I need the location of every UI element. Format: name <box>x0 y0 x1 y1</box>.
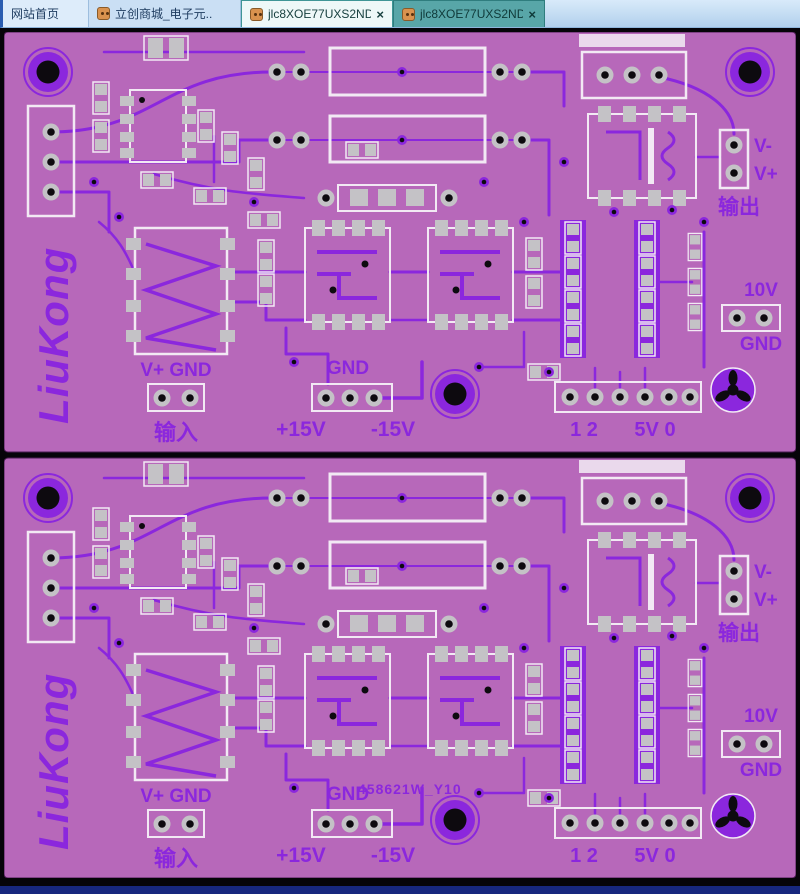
site-favicon <box>402 7 415 21</box>
site-favicon <box>250 7 263 21</box>
close-icon[interactable]: × <box>528 6 536 22</box>
tab-home[interactable]: 网站首页 <box>3 0 89 27</box>
site-favicon <box>97 7 110 20</box>
pcb-render: LiuKong <box>4 32 796 878</box>
tab-label: 立创商城_电子元.. <box>115 7 213 21</box>
pcb-board-top <box>4 32 796 452</box>
tab-label: 网站首页 <box>11 7 60 21</box>
browser-tab-bar: 网站首页 立创商城_电子元.. jlc8XOE77UXS2NDt.. × jlc… <box>0 0 800 28</box>
tab-label: jlc8XOE77UXS2NDb.. <box>420 7 523 21</box>
bottom-status-strip <box>0 886 800 894</box>
close-icon[interactable]: × <box>376 6 384 22</box>
pcb-image-viewport: LiuKong <box>0 28 800 886</box>
tab-pcb-view-1[interactable]: jlc8XOE77UXS2NDt.. × <box>241 0 393 27</box>
tab-label: jlc8XOE77UXS2NDt.. <box>268 7 371 21</box>
pcb-board-bottom <box>4 458 796 878</box>
tab-pcb-view-2[interactable]: jlc8XOE77UXS2NDb.. × <box>393 0 545 27</box>
tab-bar-spacer <box>545 0 800 27</box>
tab-lceda-mall[interactable]: 立创商城_电子元.. <box>89 0 241 27</box>
serial-text: 458621W_Y10 <box>358 781 462 797</box>
